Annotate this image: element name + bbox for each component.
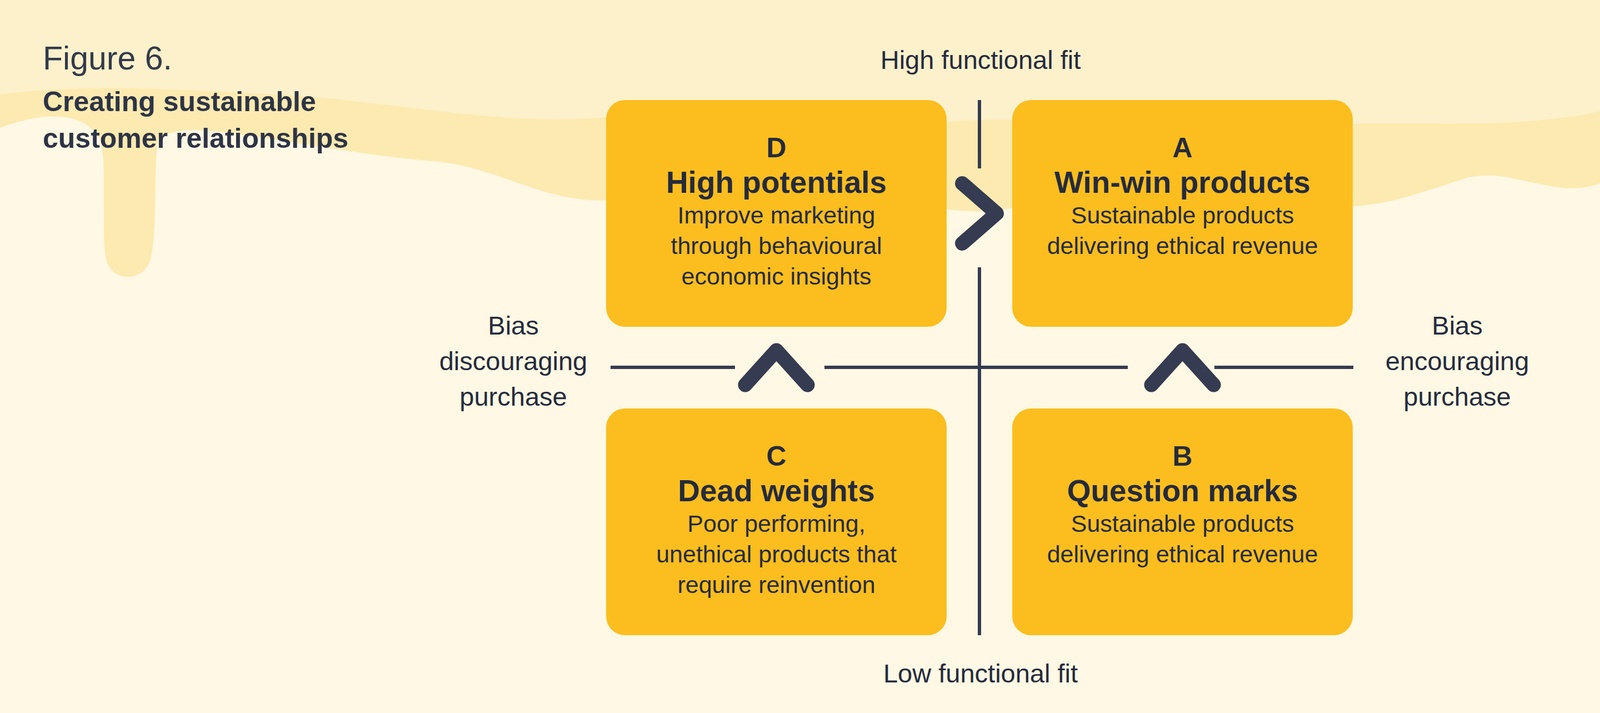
chevron-head: [745, 350, 808, 385]
chevron-arrow: [745, 326, 808, 409]
quadrant-box: BQuestion marksSustainable products deli…: [1012, 408, 1353, 635]
chevron-head: [962, 183, 997, 244]
connector-path: [776, 326, 777, 409]
chevron-arrow: [1151, 326, 1214, 409]
quadrant-box: CDead weightsPoor performing, unethical …: [606, 408, 947, 635]
quadrant-letter: A: [1172, 131, 1193, 165]
axis-label: Bias encouraging purchase: [1368, 307, 1547, 415]
figure-caption: Creating sustainable customer relationsh…: [42, 83, 432, 157]
axis-label: Bias discouraging purchase: [424, 307, 603, 415]
quadrant-letter: C: [766, 439, 787, 473]
axis-line: [610, 100, 1354, 635]
quadrant-description: Improve marketing through behavioural ec…: [646, 200, 908, 292]
quadrant-description: Sustainable products delivering ethical …: [1038, 200, 1328, 262]
figure-title: Figure 6.: [42, 38, 173, 78]
quadrant-box: AWin-win productsSustainable products de…: [1012, 100, 1353, 327]
chevron-arrow: [946, 183, 1013, 244]
quadrant-letter: B: [1172, 439, 1193, 473]
quadrant-heading: High potentials: [655, 164, 898, 200]
quadrant-description: Sustainable products delivering ethical …: [1038, 508, 1328, 570]
quadrant-heading: Question marks: [1056, 472, 1310, 509]
chevron-head: [1151, 350, 1214, 385]
axis-label: Low functional fit: [813, 655, 1148, 692]
quadrant-heading: Win-win products: [1043, 164, 1322, 200]
quadrant-heading: Dead weights: [666, 472, 887, 509]
quadrant-description: Poor performing, unethical products that…: [646, 508, 908, 600]
connector-path: [1182, 326, 1183, 409]
quadrant-letter: D: [766, 131, 787, 165]
quadrant-box: DHigh potentialsImprove marketing throug…: [606, 100, 947, 327]
axis-label: High functional fit: [813, 42, 1148, 78]
